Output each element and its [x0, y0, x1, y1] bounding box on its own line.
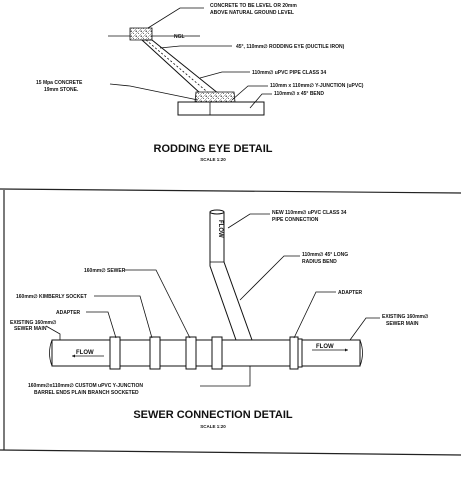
- bend-pipe: [177, 101, 265, 116]
- rodding-title: RODDING EYE DETAIL: [154, 143, 273, 155]
- socket-collar-1: [109, 336, 121, 370]
- rodding-scale: SCALE 1:20: [200, 157, 226, 162]
- note-new-pipe-2: PIPE CONNECTION: [272, 217, 319, 223]
- concrete-cap: [129, 27, 153, 41]
- leader-y-junction: [231, 85, 268, 101]
- branch-pipe-top: [209, 209, 225, 215]
- leader-bend: [249, 93, 272, 109]
- note-existing-left-1: EXISTING 160mm∅: [10, 320, 57, 326]
- socket-collar-2: [149, 336, 161, 370]
- pipe-end-right: [359, 339, 363, 367]
- leader-adapter-left: [86, 311, 117, 339]
- sewer-scale: SCALE 1:20: [200, 424, 226, 429]
- note-concrete-level-2: ABOVE NATURAL GROUND LEVEL: [210, 10, 294, 16]
- note-ngl: NGL: [174, 34, 185, 40]
- flow-label-left: FLOW: [76, 350, 94, 356]
- sheet-divider: [0, 188, 461, 194]
- leader-concrete-level: [147, 7, 204, 29]
- note-new-pipe-1: NEW 110mm∅ uPVC CLASS 34: [272, 210, 347, 216]
- sewer-title: SEWER CONNECTION DETAIL: [133, 409, 293, 421]
- adapter-right-collar: [289, 336, 299, 370]
- note-concrete-2: 19mm STONE.: [44, 87, 79, 93]
- note-existing-right-2: SEWER MAIN: [386, 321, 419, 327]
- note-concrete-1: 15 Mpa CONCRETE: [36, 80, 83, 86]
- note-kimberly-socket: 160mm∅ KIMBERLY SOCKET: [16, 294, 87, 300]
- note-long-bend-1: 110mm∅ 45° LONG: [302, 252, 348, 258]
- branch-pipe: [209, 211, 253, 341]
- leader-pipe-class: [199, 71, 250, 79]
- sheet-bottom-border: [0, 449, 461, 456]
- note-existing-left-2: SEWER MAIN: [14, 326, 47, 332]
- note-rodding-eye: 45°, 110mm∅ RODDING EYE (DUCTILE IRON): [236, 44, 345, 50]
- sewer-main-pipe: [51, 339, 361, 367]
- leader-kimberly-socket: [94, 295, 153, 339]
- leader-existing-right: [349, 317, 380, 341]
- leader-adapter-right: [293, 291, 336, 339]
- adapter-right-ring: [297, 338, 303, 368]
- note-bend: 110mm∅ x 45° BEND: [274, 91, 324, 97]
- note-pipe-class: 110mm∅ uPVC PIPE CLASS 34: [252, 70, 326, 76]
- flow-label-right: FLOW: [316, 344, 334, 350]
- socket-collar-3: [185, 336, 197, 370]
- note-existing-right-1: EXISTING 160mm∅: [382, 314, 429, 320]
- flow-label-vertical: FLOW: [217, 220, 223, 238]
- note-custom-junction-2: BARREL ENDS PLAIN BRANCH SOCKETED: [34, 390, 139, 396]
- leader-long-bend: [239, 255, 300, 301]
- note-long-bend-2: RADIUS BEND: [302, 259, 337, 265]
- leader-new-pipe: [227, 213, 270, 229]
- note-adapter-right: ADAPTER: [338, 290, 363, 296]
- sewer-connection-detail: FLOW FLOW FLOW NEW 110mm∅ uPVC CLASS 34 …: [10, 209, 429, 429]
- leader-sewer-160: [124, 269, 191, 339]
- note-y-junction: 110mm x 110mm∅ Y-JUNCTION (uPVC): [270, 83, 364, 89]
- note-custom-junction-1: 160mm∅x110mm∅ CUSTOM uPVC Y-JUNCTION: [28, 383, 143, 389]
- leader-existing-left: [45, 325, 61, 340]
- socket-collar-4: [211, 336, 223, 370]
- note-concrete-level-1: CONCRETE TO BE LEVEL OR 20mm: [210, 3, 297, 9]
- note-sewer-160: 160mm∅ SEWER: [84, 268, 126, 274]
- rodding-eye-detail: CONCRETE TO BE LEVEL OR 20mm ABOVE NATUR…: [36, 3, 364, 162]
- note-adapter-left: ADAPTER: [56, 310, 81, 316]
- leader-concrete: [109, 83, 199, 101]
- leader-custom-junction: [200, 366, 251, 387]
- leader-rodding-eye: [159, 45, 232, 49]
- pipe-end-left: [49, 339, 53, 367]
